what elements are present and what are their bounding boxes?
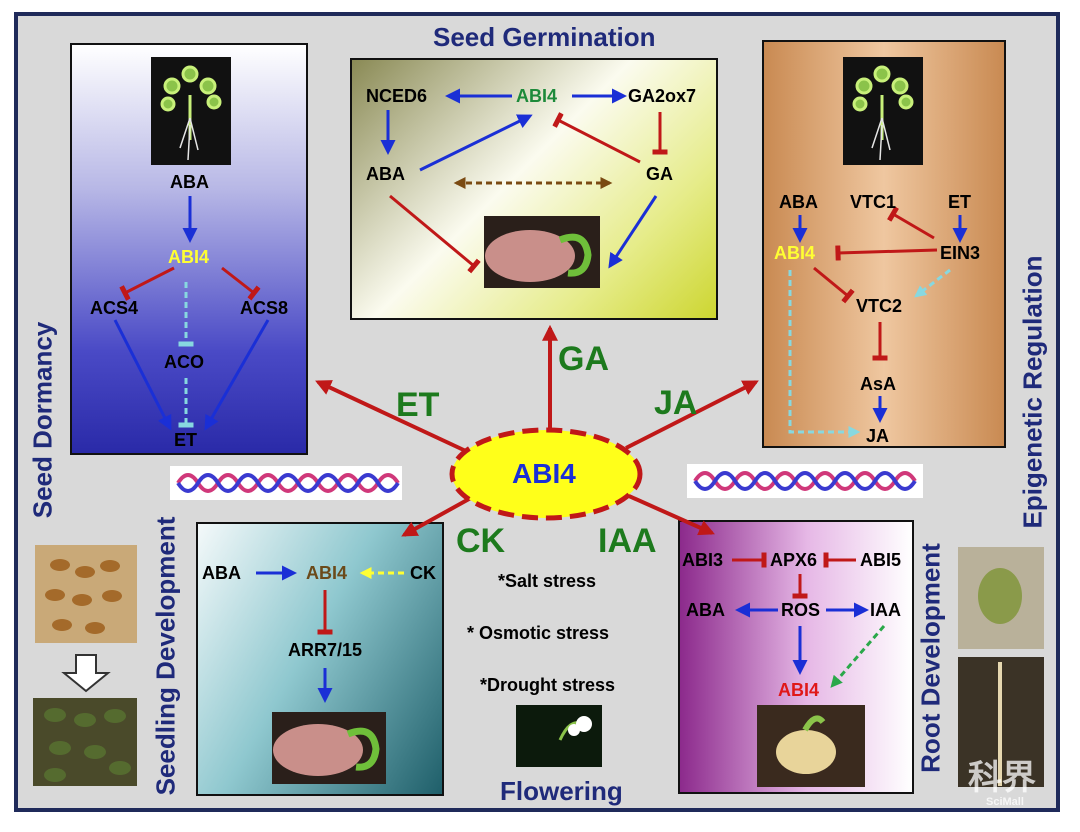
hormone-et: ET (396, 386, 440, 424)
stress-osmotic: * Osmotic stress (467, 623, 610, 643)
seedling-abi4: ABI4 (306, 563, 348, 583)
dna-strip-right (687, 464, 923, 498)
hormone-ga: GA (558, 340, 609, 378)
germination-ga: GA (646, 164, 673, 184)
germination-ga2ox7: GA2ox7 (628, 86, 697, 106)
epigenetic-aba: ABA (779, 192, 818, 212)
seedling-arr: ARR7/15 (288, 640, 363, 660)
seedling-ck: CK (410, 563, 436, 583)
epigenetic-et: ET (948, 192, 972, 212)
root-aba: ABA (686, 600, 725, 620)
watermark-logo: 科界 (968, 758, 1036, 798)
epigenetic-abi4: ABI4 (774, 243, 816, 263)
title-seed-germination: Seed Germination (433, 22, 656, 52)
root-ros: ROS (781, 600, 821, 620)
hormone-iaa: IAA (598, 522, 657, 560)
title-flowering: Flowering (500, 776, 623, 806)
dormancy-acs8: ACS8 (240, 298, 289, 318)
epigenetic-vtc2: VTC2 (856, 296, 903, 316)
hormone-ja: JA (654, 384, 698, 422)
root-iaa: IAA (870, 600, 901, 620)
flower-photo (516, 705, 602, 767)
epigenetic-asa: AsA (860, 374, 897, 394)
epigenetic-ja: JA (866, 426, 890, 446)
dormancy-aco: ACO (164, 352, 204, 372)
center-abi4-label: ABI4 (512, 458, 576, 489)
seedling-aba: ABA (202, 563, 241, 583)
germination-nced6: NCED6 (366, 86, 428, 106)
epigenetic-vtc1: VTC1 (850, 192, 897, 212)
dna-strip-left (170, 466, 402, 500)
root-abi4: ABI4 (778, 680, 820, 700)
watermark-sub: SciMall (986, 796, 1024, 808)
dormancy-et: ET (174, 430, 198, 450)
root-apx6: APX6 (770, 550, 818, 570)
germination-aba: ABA (366, 164, 405, 184)
stress-salt: *Salt stress (498, 571, 597, 591)
root-abi5: ABI5 (860, 550, 902, 570)
hormone-ck: CK (456, 522, 506, 560)
germination-abi4: ABI4 (516, 86, 558, 106)
epigenetic-ein3: EIN3 (940, 243, 981, 263)
dormancy-abi4: ABI4 (168, 247, 210, 267)
stress-drought: *Drought stress (480, 675, 616, 695)
dormancy-aba: ABA (170, 172, 209, 192)
root-abi3: ABI3 (682, 550, 724, 570)
dormancy-acs4: ACS4 (90, 298, 139, 318)
